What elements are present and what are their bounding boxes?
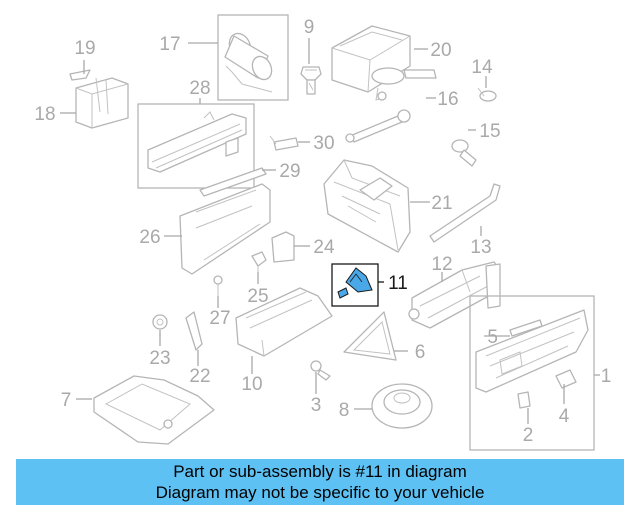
part-9-drawing (300, 66, 322, 95)
callout-21: 21 (431, 193, 452, 214)
part-22-drawing (185, 311, 203, 351)
callout-20: 20 (430, 40, 451, 61)
callout-numbers: 17 9 20 19 18 28 14 16 30 15 29 21 26 24… (34, 17, 611, 446)
caption-line-2: Diagram may not be specific to your vehi… (155, 483, 485, 502)
part-8-drawing (371, 383, 433, 429)
part-7-drawing (93, 375, 215, 445)
part-16-drawing (345, 109, 411, 143)
part-15-drawing (451, 139, 477, 167)
callout-5: 5 (487, 327, 498, 348)
part-20-drawing (331, 25, 437, 101)
callout-10: 10 (241, 374, 262, 395)
part-11-highlight-box (331, 263, 384, 307)
callout-23: 23 (149, 348, 170, 369)
part-27-drawing (213, 275, 223, 296)
callout-2: 2 (523, 425, 534, 446)
callout-15: 15 (479, 121, 500, 142)
part-18-19-drawing (69, 69, 129, 129)
leader-lines (60, 38, 600, 424)
callout-28: 28 (189, 78, 210, 99)
part-13-drawing (429, 183, 501, 243)
part-10-drawing (235, 287, 333, 357)
callout-17: 17 (159, 34, 180, 55)
callout-11: 11 (388, 273, 408, 294)
caption-banner: Part or sub-assembly is #11 in diagram D… (16, 459, 624, 505)
callout-3: 3 (311, 395, 322, 416)
part-24-drawing (271, 231, 295, 263)
callout-19: 19 (74, 38, 95, 59)
callout-22: 22 (189, 366, 210, 387)
part-1-drawing (469, 295, 595, 451)
callout-29: 29 (279, 161, 300, 182)
callout-30: 30 (313, 133, 334, 154)
part-29-drawing (199, 167, 267, 197)
callout-12: 12 (431, 254, 452, 275)
callout-16: 16 (437, 89, 458, 110)
parts-diagram: 17 9 20 19 18 28 14 16 30 15 29 21 26 24… (34, 14, 611, 451)
callout-6: 6 (415, 342, 426, 363)
part-26-drawing (179, 183, 271, 275)
callout-9: 9 (304, 17, 315, 38)
part-28-drawing (137, 103, 255, 189)
part-30-drawing (269, 135, 299, 151)
callout-1: 1 (601, 366, 612, 387)
part-23-drawing (152, 314, 168, 330)
callout-7: 7 (61, 390, 72, 411)
part-25-drawing (251, 251, 267, 272)
callout-18: 18 (34, 104, 55, 125)
callout-13: 13 (470, 237, 491, 258)
callout-8: 8 (339, 400, 350, 421)
callout-14: 14 (471, 57, 493, 78)
caption-line-1: Part or sub-assembly is #11 in diagram (173, 462, 467, 481)
part-12-drawing (408, 261, 501, 329)
callout-4: 4 (559, 406, 570, 427)
callout-25: 25 (247, 286, 268, 307)
part-14-drawing (477, 87, 497, 102)
part-11-drawing (345, 267, 373, 293)
callout-27: 27 (209, 308, 230, 329)
callout-26: 26 (139, 227, 160, 248)
part-17-drawing (217, 14, 289, 101)
part-21-drawing (323, 159, 411, 253)
part-3-drawing (310, 360, 331, 381)
callout-24: 24 (313, 237, 335, 258)
part-6-drawing (343, 311, 397, 361)
